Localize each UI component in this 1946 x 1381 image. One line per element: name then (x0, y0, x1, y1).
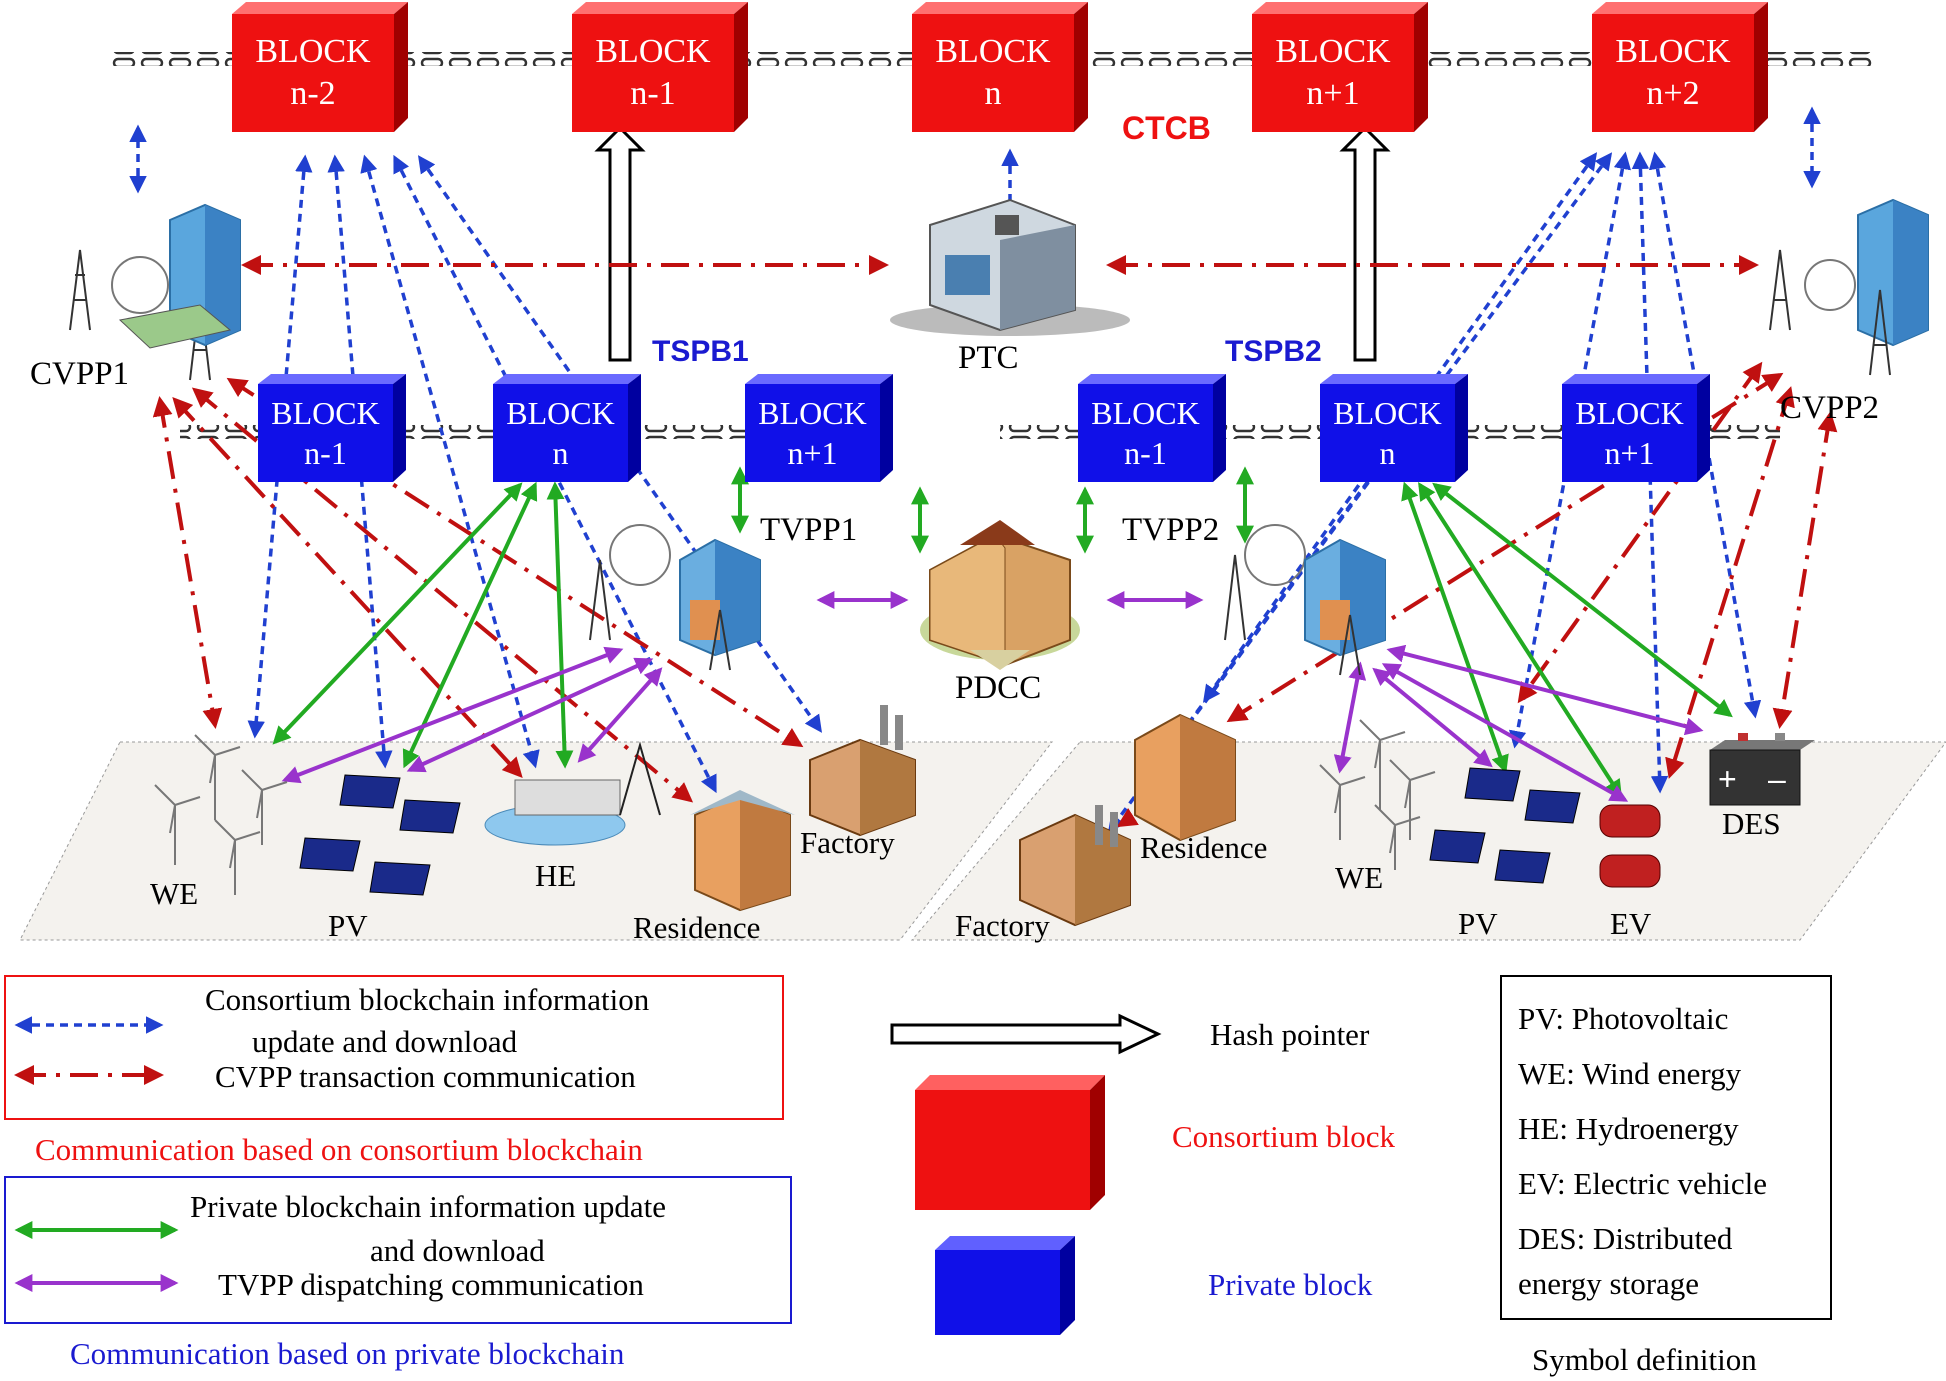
cvpp2-label: CVPP2 (1780, 390, 1880, 426)
pdcc-label: PDCC (955, 670, 1042, 706)
consortium-block-4: BLOCK n+2 (1592, 0, 1772, 134)
left-pv-panels (299, 774, 461, 896)
symbol-definition-caption: Symbol definition (1532, 1342, 1757, 1377)
right-ev-label: EV (1610, 906, 1652, 941)
left-factory-label: Factory (800, 825, 895, 860)
ptc-label: PTC (958, 340, 1019, 376)
private-chain-1-block-0: BLOCK n-1 (258, 372, 408, 484)
tvpp1-label: TVPP1 (760, 512, 858, 548)
private-block-index: n-1 (1124, 435, 1167, 471)
left-residence (690, 790, 795, 912)
left-he-label: HE (535, 858, 577, 893)
legend-private-block-label: Private block (1208, 1267, 1373, 1302)
right-we-label: WE (1335, 860, 1384, 895)
private-block-index: n+1 (787, 435, 838, 471)
legend-consortium-caption: Communication based on consortium blockc… (35, 1132, 643, 1167)
svg-text:–: – (1768, 761, 1786, 797)
left-hydro-plant (484, 741, 661, 846)
consortium-block-title: BLOCK (255, 32, 371, 70)
pdcc-icon (920, 520, 1080, 670)
symbol-definition-item: HE: Hydroenergy (1518, 1111, 1739, 1146)
right-residence (1134, 713, 1236, 842)
consortium-block-2: BLOCK n (912, 0, 1092, 134)
symbol-definition-item: energy storage (1518, 1266, 1700, 1301)
legend-consortium-item2: CVPP transaction communication (215, 1059, 636, 1094)
legend-private-caption: Communication based on private blockchai… (70, 1336, 625, 1371)
private-block-title: BLOCK (1575, 395, 1684, 431)
right-factory-label: Factory (955, 908, 1050, 943)
legend-private-item2: TVPP dispatching communication (218, 1267, 644, 1302)
private-block-index: n (1379, 435, 1396, 471)
right-pv-panels (1429, 767, 1581, 884)
private-chain-1-block-1: BLOCK n (493, 372, 643, 484)
left-factory (809, 705, 916, 837)
svg-text:+: + (1718, 761, 1737, 797)
tvpp1-icon (589, 524, 761, 671)
consortium-block-0: BLOCK n-2 (232, 0, 412, 134)
consortium-block-index: n-2 (290, 75, 336, 112)
consortium-block-index: n+1 (1306, 75, 1360, 112)
legend-consortium-block (915, 1075, 1105, 1210)
private-block-title: BLOCK (758, 395, 867, 431)
symbol-definition-item: DES: Distributed (1518, 1221, 1733, 1256)
private-block-index: n-1 (304, 435, 347, 471)
private-block-title: BLOCK (1333, 395, 1442, 431)
legend-consortium-box (4, 975, 784, 1120)
ptc-icon (890, 198, 1130, 336)
right-residence-label: Residence (1140, 830, 1268, 865)
legend-private-item1-line1: Private blockchain information update (190, 1189, 667, 1224)
private-chain-2-block-0: BLOCK n-1 (1078, 372, 1228, 484)
private-block-title: BLOCK (1091, 395, 1200, 431)
right-pv-label: PV (1458, 906, 1498, 941)
tvpp2-icon (1224, 524, 1386, 676)
cvpp1-label: CVPP1 (30, 356, 130, 392)
purple-dispatch-links (281, 591, 1704, 802)
symbol-definition-box (1500, 975, 1832, 1320)
consortium-block-title: BLOCK (1275, 32, 1391, 70)
consortium-block-index: n (984, 75, 1002, 112)
legend-hash-pointer-arrow (890, 1013, 1162, 1055)
legend-private-box (4, 1176, 792, 1324)
tspb1-label: TSPB1 (652, 335, 749, 368)
left-we-label: WE (150, 876, 199, 911)
legend-hash-pointer-label: Hash pointer (1210, 1017, 1370, 1052)
private-block-title: BLOCK (271, 395, 380, 431)
legend-consortium-block-label: Consortium block (1172, 1119, 1396, 1154)
legend-private-block (935, 1236, 1075, 1335)
consortium-block-title: BLOCK (935, 32, 1051, 70)
legend-consortium-item1-line1: Consortium blockchain information (205, 982, 650, 1017)
consortium-block-1: BLOCK n-1 (572, 0, 752, 134)
right-factory (1019, 805, 1131, 927)
left-residence-label: Residence (633, 910, 761, 945)
tvpp2-label: TVPP2 (1122, 512, 1220, 548)
private-block-index: n (552, 435, 569, 471)
des-battery: + – (1709, 733, 1815, 806)
consortium-block-3: BLOCK n+1 (1252, 0, 1432, 134)
legend-private-item1-line2: and download (370, 1233, 545, 1268)
private-block-title: BLOCK (506, 395, 615, 431)
right-des-label: DES (1722, 806, 1781, 841)
consortium-block-title: BLOCK (1615, 32, 1731, 70)
legend-consortium-item1-line2: update and download (252, 1024, 518, 1059)
consortium-block-index: n+2 (1646, 75, 1700, 112)
consortium-block-title: BLOCK (595, 32, 711, 70)
left-wind-turbines (154, 734, 288, 895)
symbol-definition-item: EV: Electric vehicle (1518, 1166, 1768, 1201)
private-chain-2-block-2: BLOCK n+1 (1562, 372, 1712, 484)
right-wind-turbines (1319, 719, 1436, 870)
cvpp1-icon (69, 203, 241, 381)
tspb2-label: TSPB2 (1225, 335, 1322, 368)
private-chain-2-block-1: BLOCK n (1320, 372, 1470, 484)
consortium-block-index: n-1 (630, 75, 676, 112)
left-pv-label: PV (328, 908, 368, 943)
private-block-index: n+1 (1604, 435, 1655, 471)
symbol-definition-item: WE: Wind energy (1518, 1056, 1742, 1091)
ctcb-label: CTCB (1122, 110, 1211, 146)
private-chain-1-block-2: BLOCK n+1 (745, 372, 895, 484)
right-ev-cars (1599, 804, 1661, 888)
cvpp2-icon (1769, 198, 1929, 376)
symbol-definition-item: PV: Photovoltaic (1518, 1001, 1729, 1036)
